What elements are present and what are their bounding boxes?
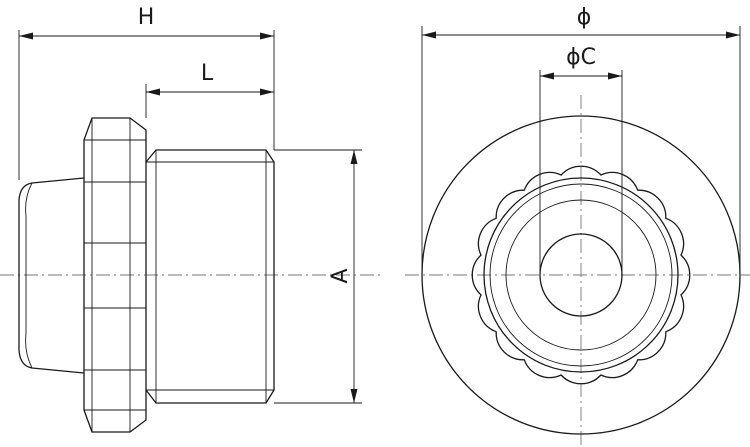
front-view: ϕ ϕC	[405, 5, 750, 447]
cap-dome-inner	[25, 182, 33, 369]
cap-dome	[18, 177, 85, 374]
inner-ring-third	[505, 199, 657, 351]
dimension-outer-diameter: ϕ	[422, 5, 740, 39]
dimension-l: L	[146, 61, 274, 96]
dimension-a: A	[328, 150, 358, 403]
dimension-h: H	[19, 5, 274, 40]
flange-knurl-lines	[84, 181, 146, 371]
side-view: H L A	[0, 5, 380, 433]
dimension-l-label: L	[201, 61, 214, 86]
dimension-bore-diameter-label: ϕC	[566, 45, 596, 70]
dimension-outer-diameter-label: ϕ	[577, 5, 592, 30]
dimension-h-label: H	[138, 5, 155, 30]
front-extension-lines	[421, 26, 741, 275]
thread-body	[145, 149, 275, 404]
knurl-scallops	[471, 165, 691, 385]
inner-ring-outer	[483, 177, 679, 373]
side-extension-lines	[18, 30, 362, 404]
dimension-a-label: A	[328, 268, 353, 283]
flange-outline	[83, 117, 147, 433]
inner-ring-second	[489, 183, 673, 367]
dimension-bore-diameter: ϕC	[540, 45, 622, 80]
